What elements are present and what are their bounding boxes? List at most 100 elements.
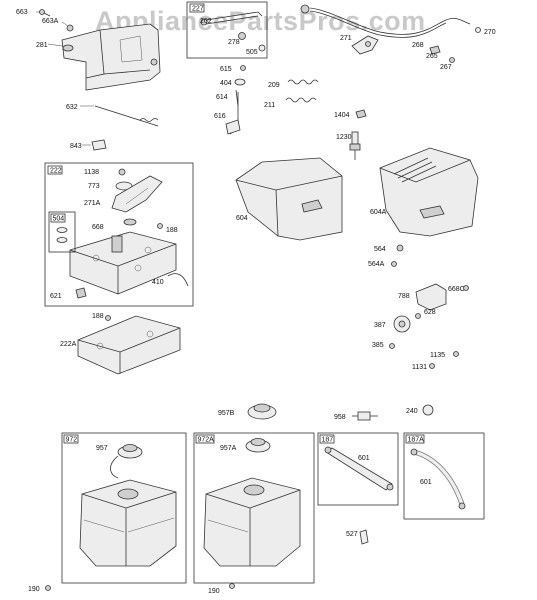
part-nut-270[interactable] xyxy=(475,27,481,33)
callout-615: 615 xyxy=(220,66,232,73)
callout-957B: 957B xyxy=(218,410,235,417)
part-wire-410[interactable] xyxy=(167,273,189,287)
callout-267: 267 xyxy=(440,64,452,71)
callout-663A: 663A xyxy=(42,18,59,25)
part-nut-1131[interactable] xyxy=(429,363,435,369)
part-screw-267[interactable] xyxy=(449,57,455,63)
callout-410: 410 xyxy=(152,279,164,286)
callout-404: 404 xyxy=(220,80,232,87)
callout-564A: 564A xyxy=(368,261,385,268)
callout-564: 564 xyxy=(374,246,386,253)
part-washer-505[interactable] xyxy=(258,44,266,52)
part-cap-957[interactable] xyxy=(110,444,143,479)
callout-188-b: 188 xyxy=(92,313,104,320)
part-cable-202[interactable] xyxy=(200,11,263,26)
part-cable-268[interactable] xyxy=(300,4,471,38)
part-spring-209[interactable] xyxy=(287,79,319,85)
callout-1230: 1230 xyxy=(336,134,352,141)
callout-209: 209 xyxy=(268,82,280,89)
group-label-972A: 972A xyxy=(198,437,215,444)
callout-843: 843 xyxy=(70,143,82,150)
part-nut-1138[interactable] xyxy=(118,168,126,176)
callout-385: 385 xyxy=(372,342,384,349)
part-fuel-tank-972A[interactable] xyxy=(203,477,301,567)
callout-604A: 604A xyxy=(370,209,387,216)
part-fuel-line-601-b[interactable] xyxy=(410,448,466,510)
callout-601-a: 601 xyxy=(358,455,370,462)
part-screw-188-b[interactable] xyxy=(105,315,111,321)
part-plate-222A[interactable] xyxy=(77,315,181,375)
part-clip-621[interactable] xyxy=(75,287,87,299)
part-valve-958[interactable] xyxy=(352,411,378,421)
group-label-187: 187 xyxy=(322,437,334,444)
part-screw-628[interactable] xyxy=(415,313,421,319)
part-governor-773[interactable] xyxy=(115,181,133,191)
group-label-box-972 xyxy=(63,434,79,444)
part-fuel-line-601-a[interactable] xyxy=(324,446,394,491)
callout-616: 616 xyxy=(214,113,226,120)
group-box-222 xyxy=(44,162,194,307)
part-bracket-668[interactable] xyxy=(123,218,137,226)
part-shroud-604A[interactable] xyxy=(379,147,479,237)
callout-957A: 957A xyxy=(220,445,237,452)
callout-281: 281 xyxy=(36,42,48,49)
callout-621: 621 xyxy=(50,293,62,300)
group-box-972 xyxy=(61,432,187,584)
part-screw-663[interactable] xyxy=(39,9,51,17)
part-lever-271A[interactable] xyxy=(111,175,163,213)
callout-628: 628 xyxy=(424,309,436,316)
part-link-632[interactable] xyxy=(80,105,159,127)
callout-1404: 1404 xyxy=(334,112,350,119)
part-screw-190-b[interactable] xyxy=(229,583,235,589)
callout-668C: 668C xyxy=(448,286,465,293)
part-block-843[interactable] xyxy=(82,139,107,151)
part-washer-set-504[interactable] xyxy=(56,227,68,243)
callout-268: 268 xyxy=(412,42,424,49)
part-screw-385[interactable] xyxy=(389,343,395,349)
part-cap-957A[interactable] xyxy=(245,438,271,453)
group-box-187 xyxy=(317,432,399,506)
callout-278: 278 xyxy=(228,39,240,46)
part-nut-668C[interactable] xyxy=(463,285,469,291)
part-spring-278[interactable] xyxy=(238,32,246,40)
callout-614: 614 xyxy=(216,94,228,101)
part-lever-271[interactable] xyxy=(351,35,379,55)
group-label-box-187 xyxy=(319,434,335,444)
callout-668: 668 xyxy=(92,224,104,231)
part-washer-404[interactable] xyxy=(234,78,246,86)
callout-505: 505 xyxy=(246,49,258,56)
part-spring-211[interactable] xyxy=(285,97,317,103)
callout-1138: 1138 xyxy=(84,169,99,176)
part-clip-265[interactable] xyxy=(429,45,441,55)
part-nut-1135[interactable] xyxy=(453,351,459,357)
callout-773: 773 xyxy=(88,183,100,190)
callout-190-b: 190 xyxy=(208,588,220,595)
part-rod-616[interactable] xyxy=(225,92,241,135)
part-bracket-281[interactable] xyxy=(61,23,161,91)
group-box-227 xyxy=(186,1,268,59)
part-screw-564[interactable] xyxy=(396,244,404,252)
part-clamp-527[interactable] xyxy=(359,529,369,545)
callout-663: 663 xyxy=(16,9,28,16)
group-box-972A xyxy=(193,432,315,584)
group-label-972: 972 xyxy=(66,437,78,444)
part-fuel-tank-972[interactable] xyxy=(79,479,177,567)
part-bracket-788[interactable] xyxy=(415,283,447,311)
part-governor-387[interactable] xyxy=(393,315,411,333)
part-screw-564A[interactable] xyxy=(391,261,397,267)
part-cap-957B[interactable] xyxy=(247,403,277,420)
callout-240: 240 xyxy=(406,408,418,415)
callout-271: 271 xyxy=(340,35,352,42)
part-screw-188-a[interactable] xyxy=(157,223,163,229)
part-nut-1404[interactable] xyxy=(355,109,367,119)
group-label-box-227 xyxy=(189,3,205,13)
part-base-plate-222[interactable] xyxy=(69,231,177,295)
part-spark-plug-1230[interactable] xyxy=(349,131,361,160)
callout-211: 211 xyxy=(264,102,275,109)
part-fitting-240[interactable] xyxy=(422,404,434,416)
part-nut-615[interactable] xyxy=(240,65,246,71)
part-shroud-604[interactable] xyxy=(235,157,343,241)
part-bolt-663A[interactable] xyxy=(66,24,74,32)
part-screw-190-a[interactable] xyxy=(45,585,51,591)
